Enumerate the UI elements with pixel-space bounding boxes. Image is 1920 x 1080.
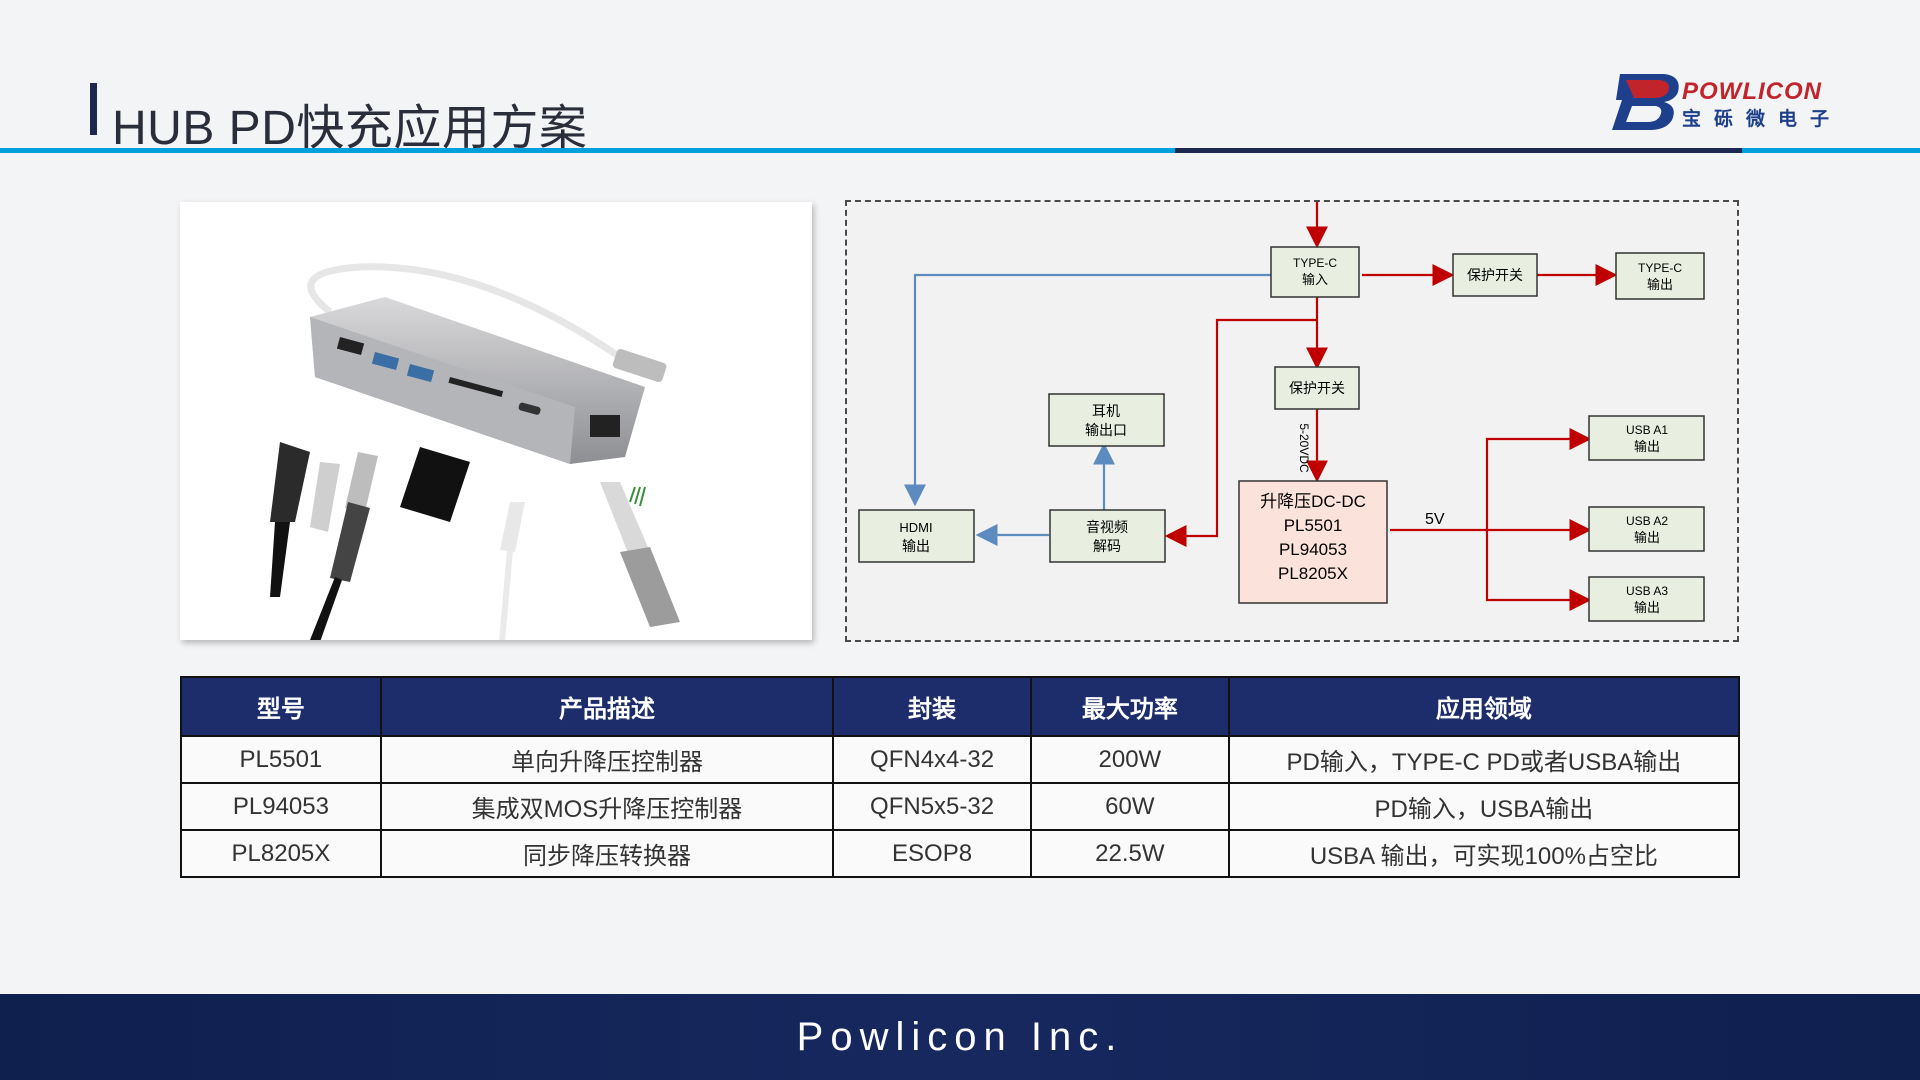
box-protect-switch-top: 保护开关 xyxy=(1452,253,1538,297)
signal-lines xyxy=(904,273,1271,546)
cell-max-power: 22.5W xyxy=(1029,829,1230,878)
cell-application: USBA 输出，可实现100%占空比 xyxy=(1227,829,1741,878)
title-accent-bar xyxy=(90,83,97,135)
logo-brand-cn: 宝砾微电子 xyxy=(1682,109,1843,130)
svg-text:输出: 输出 xyxy=(1634,600,1660,615)
box-usb-a3: USB A3 输出 xyxy=(1588,576,1705,622)
page-title: HUB PD快充应用方案 xyxy=(112,102,588,155)
svg-text:保护开关: 保护开关 xyxy=(1467,267,1523,283)
header-model: 型号 xyxy=(180,676,382,737)
cell-application: PD输入，TYPE-C PD或者USBA输出 xyxy=(1227,735,1741,784)
svg-text:TYPE-C: TYPE-C xyxy=(1638,261,1682,275)
svg-text:耳机: 耳机 xyxy=(1092,403,1120,419)
svg-text:PL94053: PL94053 xyxy=(1279,540,1347,559)
product-photo xyxy=(180,202,812,643)
five-v-label: 5V xyxy=(1425,511,1445,528)
table-row: PL8205X 同步降压转换器 ESOP8 22.5W USBA 输出，可实现1… xyxy=(180,829,1741,878)
header-rule-accent xyxy=(1175,148,1742,153)
svg-text:保护开关: 保护开关 xyxy=(1289,380,1345,396)
svg-text:解码: 解码 xyxy=(1093,538,1121,554)
block-diagram: TYPE-C 输入 保护开关 TYPE-C 输出 保护开关 5-20VDC 升降… xyxy=(845,200,1739,642)
box-dcdc: 升降压DC-DC PL5501 PL94053 PL8205X xyxy=(1238,480,1388,604)
cell-max-power: 200W xyxy=(1029,735,1230,784)
logo-mark-icon xyxy=(1612,74,1679,130)
box-earphone: 耳机 输出口 xyxy=(1048,393,1165,447)
svg-text:输出: 输出 xyxy=(1634,530,1660,545)
box-hdmi: HDMI 输出 xyxy=(858,509,975,563)
cell-model: PL8205X xyxy=(180,829,382,878)
table-row: PL94053 集成双MOS升降压控制器 QFN5x5-32 60W PD输入，… xyxy=(180,782,1741,831)
svg-text:输出: 输出 xyxy=(902,538,930,554)
header-max-power: 最大功率 xyxy=(1029,676,1230,737)
cell-model: PL5501 xyxy=(180,735,382,784)
header-application: 应用领域 xyxy=(1227,676,1741,737)
block-diagram-svg: TYPE-C 输入 保护开关 TYPE-C 输出 保护开关 5-20VDC 升降… xyxy=(858,202,1705,622)
cell-max-power: 60W xyxy=(1029,782,1230,831)
header-package: 封装 xyxy=(832,676,1032,737)
cell-description: 集成双MOS升降压控制器 xyxy=(379,782,835,831)
box-usb-a1: USB A1 输出 xyxy=(1588,415,1705,461)
cell-package: QFN5x5-32 xyxy=(832,782,1032,831)
table-row: PL5501 单向升降压控制器 QFN4x4-32 200W PD输入，TYPE… xyxy=(180,735,1741,784)
svg-text:输出: 输出 xyxy=(1647,277,1673,292)
logo-brand-en: POWLICON xyxy=(1682,78,1822,105)
box-type-c-in: TYPE-C 输入 xyxy=(1270,246,1360,298)
svg-text:PL8205X: PL8205X xyxy=(1278,564,1348,583)
table-header-row: 型号 产品描述 封装 最大功率 应用领域 xyxy=(180,676,1741,737)
svg-text:升降压DC-DC: 升降压DC-DC xyxy=(1260,492,1366,511)
svg-text:HDMI: HDMI xyxy=(899,520,932,535)
power-lines xyxy=(1164,202,1618,611)
voltage-label: 5-20VDC xyxy=(1297,423,1311,473)
usb-hub-illustration xyxy=(270,263,680,643)
box-type-c-out: TYPE-C 输出 xyxy=(1615,252,1705,300)
header-description: 产品描述 xyxy=(379,676,835,737)
box-av-decode: 音视频 解码 xyxy=(1049,509,1166,563)
svg-text:音视频: 音视频 xyxy=(1086,519,1128,535)
svg-text:USB A1: USB A1 xyxy=(1626,423,1668,437)
cell-description: 单向升降压控制器 xyxy=(379,735,835,784)
svg-text:USB A2: USB A2 xyxy=(1626,514,1668,528)
box-usb-a2: USB A2 输出 xyxy=(1588,506,1705,552)
box-protect-switch-mid: 保护开关 xyxy=(1274,366,1360,410)
cell-model: PL94053 xyxy=(180,782,382,831)
cell-description: 同步降压转换器 xyxy=(379,829,835,878)
header-rule xyxy=(0,148,1920,153)
svg-text:PL5501: PL5501 xyxy=(1284,516,1343,535)
svg-text:USB A3: USB A3 xyxy=(1626,584,1668,598)
footer-bar xyxy=(0,994,1920,1080)
cell-package: QFN4x4-32 xyxy=(832,735,1032,784)
cell-package: ESOP8 xyxy=(832,829,1032,878)
footer-company: Powlicon Inc. xyxy=(796,1015,1124,1059)
cell-application: PD输入，USBA输出 xyxy=(1227,782,1741,831)
svg-text:输入: 输入 xyxy=(1302,272,1328,287)
svg-text:输出: 输出 xyxy=(1634,439,1660,454)
svg-text:TYPE-C: TYPE-C xyxy=(1293,256,1337,270)
svg-text:输出口: 输出口 xyxy=(1085,422,1127,438)
spec-table: 型号 产品描述 封装 最大功率 应用领域 PL5501 单向升降压控制器 QFN… xyxy=(180,676,1741,878)
